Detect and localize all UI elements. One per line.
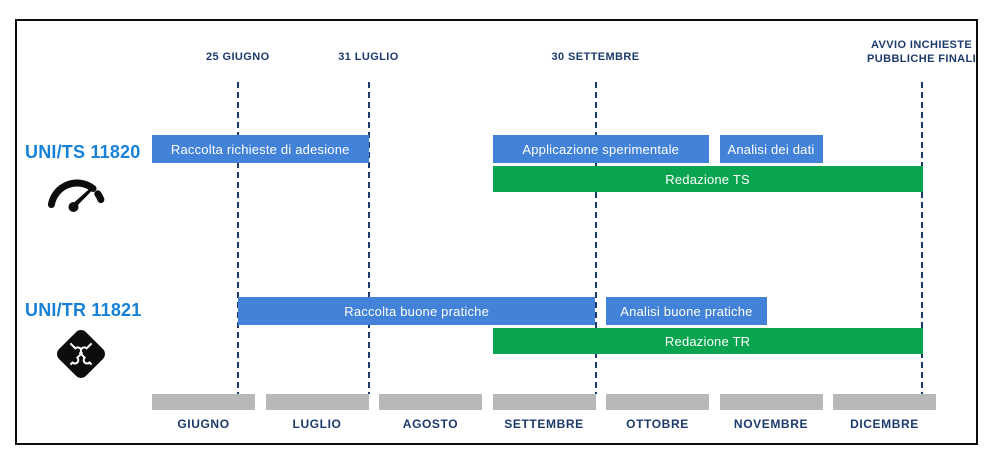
gantt-bar: Raccolta buone pratiche <box>237 297 596 325</box>
milestone-label: AVVIO INCHIESTE PUBBLICHE FINALI <box>867 39 977 65</box>
month-label: AGOSTO <box>402 417 459 431</box>
chart-border-frame <box>15 19 978 445</box>
month-axis-bar <box>833 394 936 410</box>
gantt-bar: Analisi buone pratiche <box>606 297 767 325</box>
timeline-dashed-line <box>236 82 239 394</box>
gauge-icon <box>47 169 107 218</box>
month-label: NOVEMBRE <box>733 417 809 431</box>
timeline-dashed-line <box>367 82 370 394</box>
gantt-bar: Raccolta richieste di adesione <box>152 135 369 163</box>
month-axis-bar <box>492 394 596 410</box>
month-label: GIUGNO <box>177 417 230 431</box>
month-axis-bar <box>265 394 369 410</box>
month-axis-bar <box>719 394 823 410</box>
group-label-uni-tr-11821: UNI/TR 11821 <box>25 300 142 320</box>
puzzle-icon <box>53 326 109 387</box>
month-label: DICEMBRE <box>850 417 919 431</box>
month-label: OTTOBRE <box>626 417 689 431</box>
timeline-dashed-line <box>594 82 597 394</box>
month-axis-bar <box>606 394 709 410</box>
month-label: SETTEMBRE <box>504 417 584 431</box>
milestone-label: 31 LUGLIO <box>338 51 399 63</box>
month-axis-bar <box>152 394 255 410</box>
milestone-label: 25 GIUGNO <box>206 51 270 63</box>
gantt-bar: Redazione TS <box>492 166 923 192</box>
gantt-bar: Analisi dei dati <box>719 135 823 163</box>
timeline-dashed-line <box>920 82 923 394</box>
month-axis-bar <box>379 394 482 410</box>
month-label: LUGLIO <box>292 417 342 431</box>
gantt-bar: Applicazione sperimentale <box>492 135 709 163</box>
gantt-bar: Redazione TR <box>492 328 923 354</box>
group-label-uni-ts-11820: UNI/TS 11820 <box>25 142 141 162</box>
milestone-label: 30 SETTEMBRE <box>551 51 640 63</box>
